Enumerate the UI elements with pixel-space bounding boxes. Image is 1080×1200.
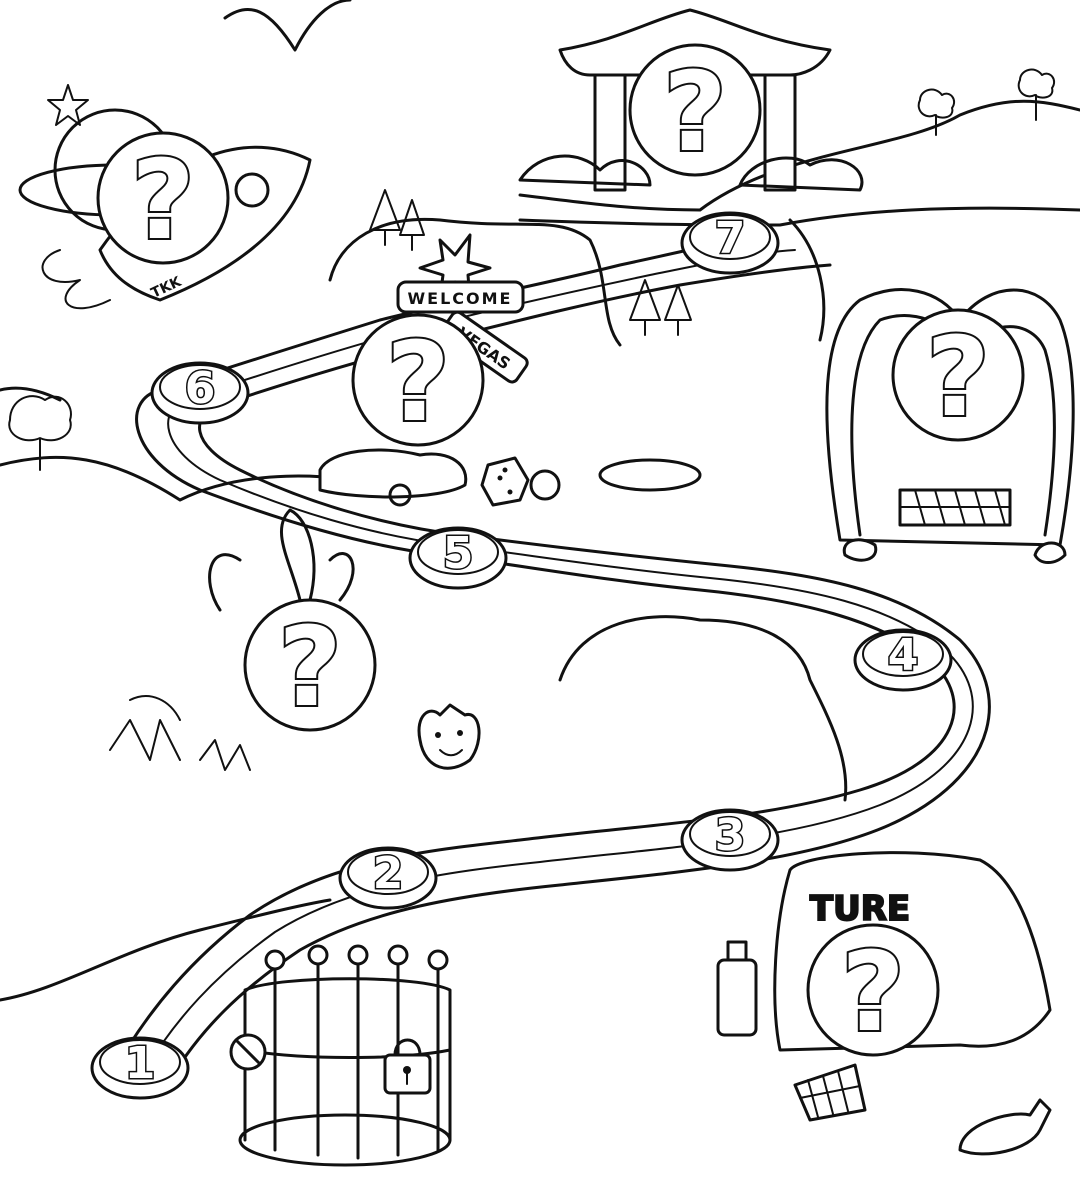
question-mark-icon: ? [926,313,990,441]
level-node-4-label: 4 [888,630,919,681]
locked-locations: ? ? ? ? ? ? [96,43,1025,1058]
level-nodes: 1 2 3 4 5 6 7 [90,211,953,1100]
question-mark-icon: ? [841,928,905,1056]
padlock-icon [383,1038,432,1095]
question-mark-icon: ? [131,136,195,264]
background-hills [0,0,1080,1002]
trees [8,68,1056,471]
welcome-sign: WELCOME [408,289,513,308]
cage-scene [229,944,452,1167]
level-node-2-label: 2 [373,848,404,899]
locked-location-space[interactable]: ? [96,131,230,266]
locked-location-jungle[interactable]: ? [243,598,377,733]
level-node-3[interactable]: 3 [680,808,780,872]
grate-icon [793,1063,867,1122]
locked-location-temple[interactable]: ? [628,43,762,178]
dice-icon [480,456,530,507]
level-node-1[interactable]: 1 [90,1036,190,1100]
level-node-5-label: 5 [443,528,474,579]
star-icon [47,84,89,126]
level-node-2[interactable]: 2 [338,846,438,910]
temple-scene [518,8,864,192]
level-node-6-label: 6 [185,363,216,414]
wall-graffiti: TURE [810,889,910,929]
bottle-icon [958,1098,1052,1156]
jungle-scene [109,508,481,771]
level-node-5[interactable]: 5 [408,526,508,590]
question-mark-icon: ? [663,48,727,176]
cat-face [417,703,481,770]
level-node-3-label: 3 [715,810,746,861]
locked-location-stage[interactable]: ? [891,308,1025,443]
level-node-7-label: 7 [715,213,746,264]
spray-can-icon [716,940,758,1037]
level-node-6[interactable]: 6 [150,361,250,425]
question-mark-icon: ? [386,318,450,446]
locked-location-vegas[interactable]: ? [351,313,485,448]
pond [598,458,702,492]
level-node-1-label: 1 [125,1038,156,1089]
question-mark-icon: ? [278,603,342,731]
cage-bars [264,944,449,1160]
level-node-4[interactable]: 4 [853,628,953,692]
level-node-7[interactable]: 7 [680,211,780,275]
no-entry-icon [229,1033,267,1071]
locked-location-graffiti[interactable]: ? [806,923,940,1058]
